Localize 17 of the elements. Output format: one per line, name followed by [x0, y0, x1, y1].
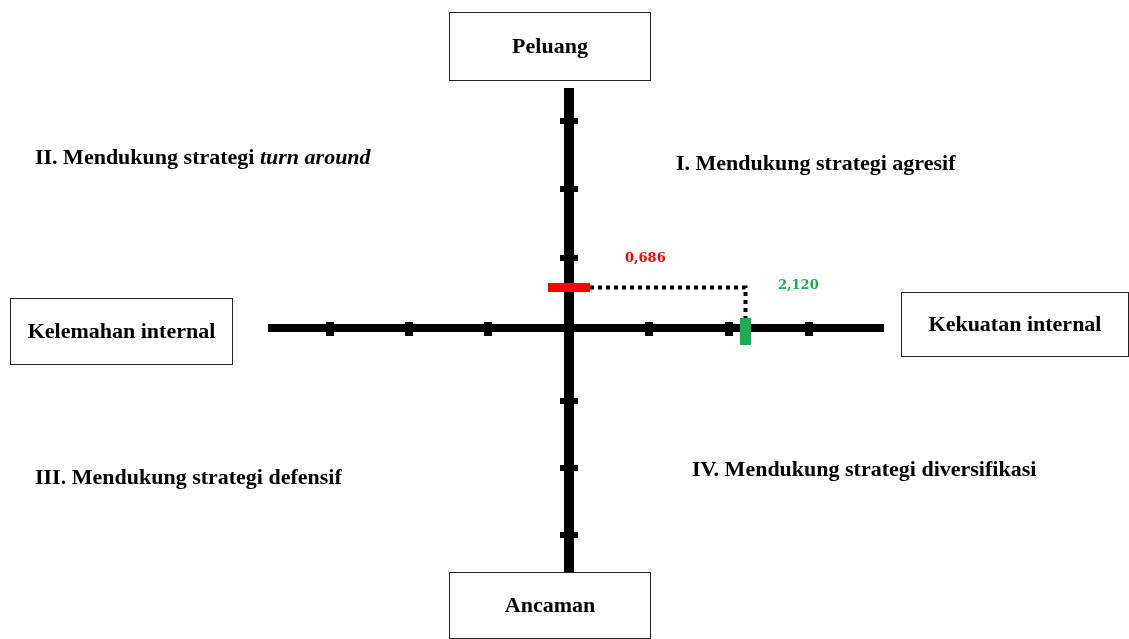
quadrant-label: I. Mendukung strategi agresif — [676, 150, 956, 176]
marker-bar — [548, 283, 590, 292]
box-label: Kelemahan internal — [27, 319, 216, 344]
value-label: 2,120 — [778, 277, 819, 292]
label-box — [10, 298, 233, 365]
label-box — [449, 12, 651, 81]
dotted-line — [590, 285, 748, 318]
label-box — [449, 572, 651, 639]
box-label: Kekuatan internal — [928, 312, 1102, 337]
quadrant-label: IV. Mendukung strategi diversifikasi — [692, 456, 1037, 482]
quadrant-label: II. Mendukung strategi turn around — [35, 144, 371, 170]
quadrant-label: III. Mendukung strategi defensif — [35, 464, 342, 490]
marker-bar — [740, 318, 751, 345]
box-label: Ancaman — [504, 593, 596, 618]
label-box — [901, 292, 1129, 357]
box-label: Peluang — [512, 34, 588, 59]
value-label: 0,686 — [625, 250, 666, 265]
